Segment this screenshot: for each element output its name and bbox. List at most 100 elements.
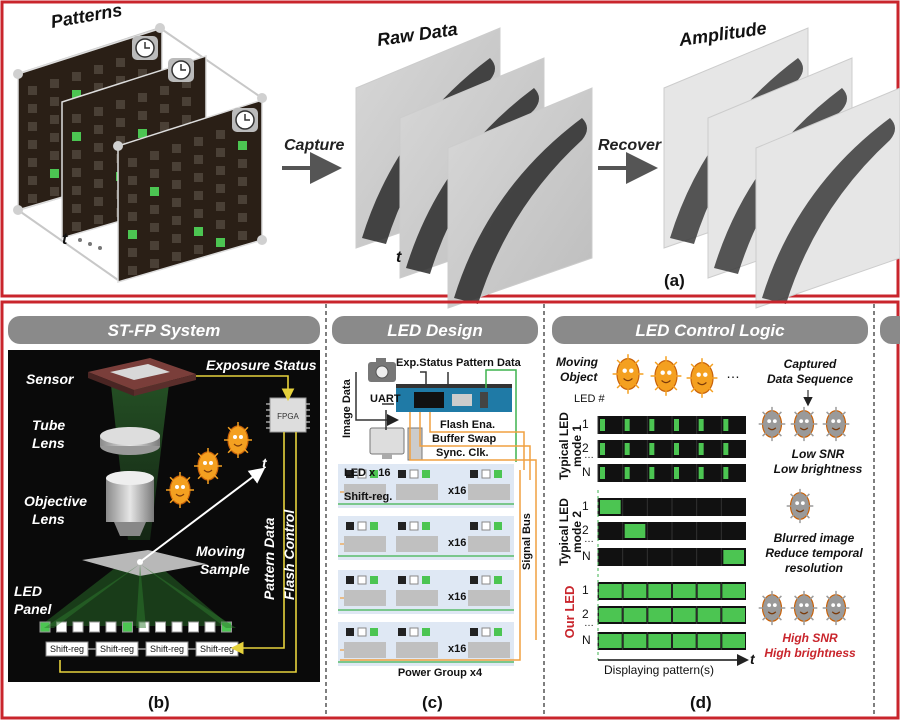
flash-ena-label: Flash Ena. [440, 419, 495, 431]
led-group: x16 [338, 570, 514, 614]
led-off [50, 97, 59, 106]
pattern-data-label-c: Pattern Data [456, 357, 522, 369]
led-off [128, 194, 137, 203]
patterns-stack: Patterns t [13, 0, 267, 283]
bacterium-icon [194, 448, 222, 484]
led-off [94, 215, 103, 224]
signal-bus-label: Signal Bus [521, 513, 533, 570]
bacterium-icon [758, 590, 786, 626]
svg-text:Shift-reg: Shift-reg [50, 644, 84, 654]
led-off [150, 259, 159, 268]
led-hash-label: LED # [574, 393, 605, 405]
led-off [116, 136, 125, 145]
led-off [150, 151, 159, 160]
led-off [28, 176, 37, 185]
objective-lens [106, 471, 154, 536]
panel-a: Patterns t Capture Raw Data t Recover Am… [0, 0, 900, 309]
led-off [138, 111, 147, 120]
svg-text:x16: x16 [448, 485, 466, 497]
led-off [94, 125, 103, 134]
led-off [150, 241, 159, 250]
led-off [128, 158, 137, 167]
shift-register: Shift-reg [45, 641, 89, 657]
t-axis-label: t [396, 249, 402, 266]
led-off [194, 191, 203, 200]
led-off [50, 115, 59, 124]
capture-label: Capture [284, 137, 345, 154]
flash-control-label: Flash Control [281, 509, 297, 600]
led-off [28, 158, 37, 167]
led-off [72, 114, 81, 123]
led-off [94, 143, 103, 152]
timing-row: 1 [582, 582, 746, 600]
led-off [94, 179, 103, 188]
led-off [238, 195, 247, 204]
svg-text:1: 1 [582, 583, 589, 597]
led-on [238, 141, 247, 150]
svg-text:…: … [584, 618, 594, 629]
led-on [216, 238, 225, 247]
svg-text:…: … [584, 450, 594, 461]
svg-text:x16: x16 [448, 537, 466, 549]
bacterium-icon [224, 422, 252, 458]
led-off [172, 198, 181, 207]
mode2-label: Typical LEDmode 2 [557, 498, 584, 566]
clock-icon [168, 58, 194, 82]
bacterium-icon [612, 354, 644, 394]
svg-text:Shift-reg: Shift-reg [200, 644, 234, 654]
led-off [89, 621, 100, 633]
timing-row: 2 [582, 606, 746, 624]
raw-data-stack: Raw Data t [355, 19, 593, 309]
svg-text:N: N [582, 465, 591, 479]
clock-icon [132, 36, 158, 60]
panel-b: ST-FP System t [8, 316, 320, 712]
timing-row: N [582, 464, 746, 482]
led-off [138, 69, 147, 78]
led-off [216, 202, 225, 211]
led-off [172, 252, 181, 261]
timing-row: 2 [582, 440, 746, 458]
led-off [238, 213, 247, 222]
panel-d-header [552, 316, 868, 344]
led-off [160, 104, 169, 113]
led-off [50, 187, 59, 196]
corner-dot [13, 69, 23, 79]
exposure-status-label: Exposure Status [206, 357, 317, 373]
led-group: x16 [338, 464, 514, 508]
led-group: x16 [338, 622, 514, 666]
led-off [150, 223, 159, 232]
svg-text:x16: x16 [448, 643, 466, 655]
caption-a: (a) [664, 271, 685, 290]
sync-clk-label: Sync. Clk. [436, 447, 489, 459]
computer-icon [369, 427, 423, 461]
led-off [160, 86, 169, 95]
timing-row: 1 [582, 498, 746, 516]
timing-row: N [582, 632, 746, 650]
power-group-label: Power Group x4 [398, 667, 483, 679]
led-off [172, 162, 181, 171]
led-off [28, 194, 37, 203]
led-off [171, 621, 183, 633]
image-data-label: Image Data [341, 378, 353, 438]
led-off [72, 204, 81, 213]
svg-text:Shift-reg: Shift-reg [150, 644, 184, 654]
controller-board [396, 384, 512, 412]
bacterium-icon [786, 488, 814, 524]
led-off [216, 184, 225, 193]
t-label-d: t [750, 651, 756, 667]
caption-c: (c) [422, 693, 443, 712]
led-off [182, 97, 191, 106]
led-on [150, 187, 159, 196]
exp-status-label: Exp.Status [396, 357, 453, 369]
recover-label: Recover [598, 137, 662, 154]
sensor-icon [88, 358, 196, 396]
t-axis-label: t [62, 231, 68, 248]
led-off [216, 130, 225, 139]
led-off [50, 133, 59, 142]
svg-text:1: 1 [582, 499, 589, 513]
